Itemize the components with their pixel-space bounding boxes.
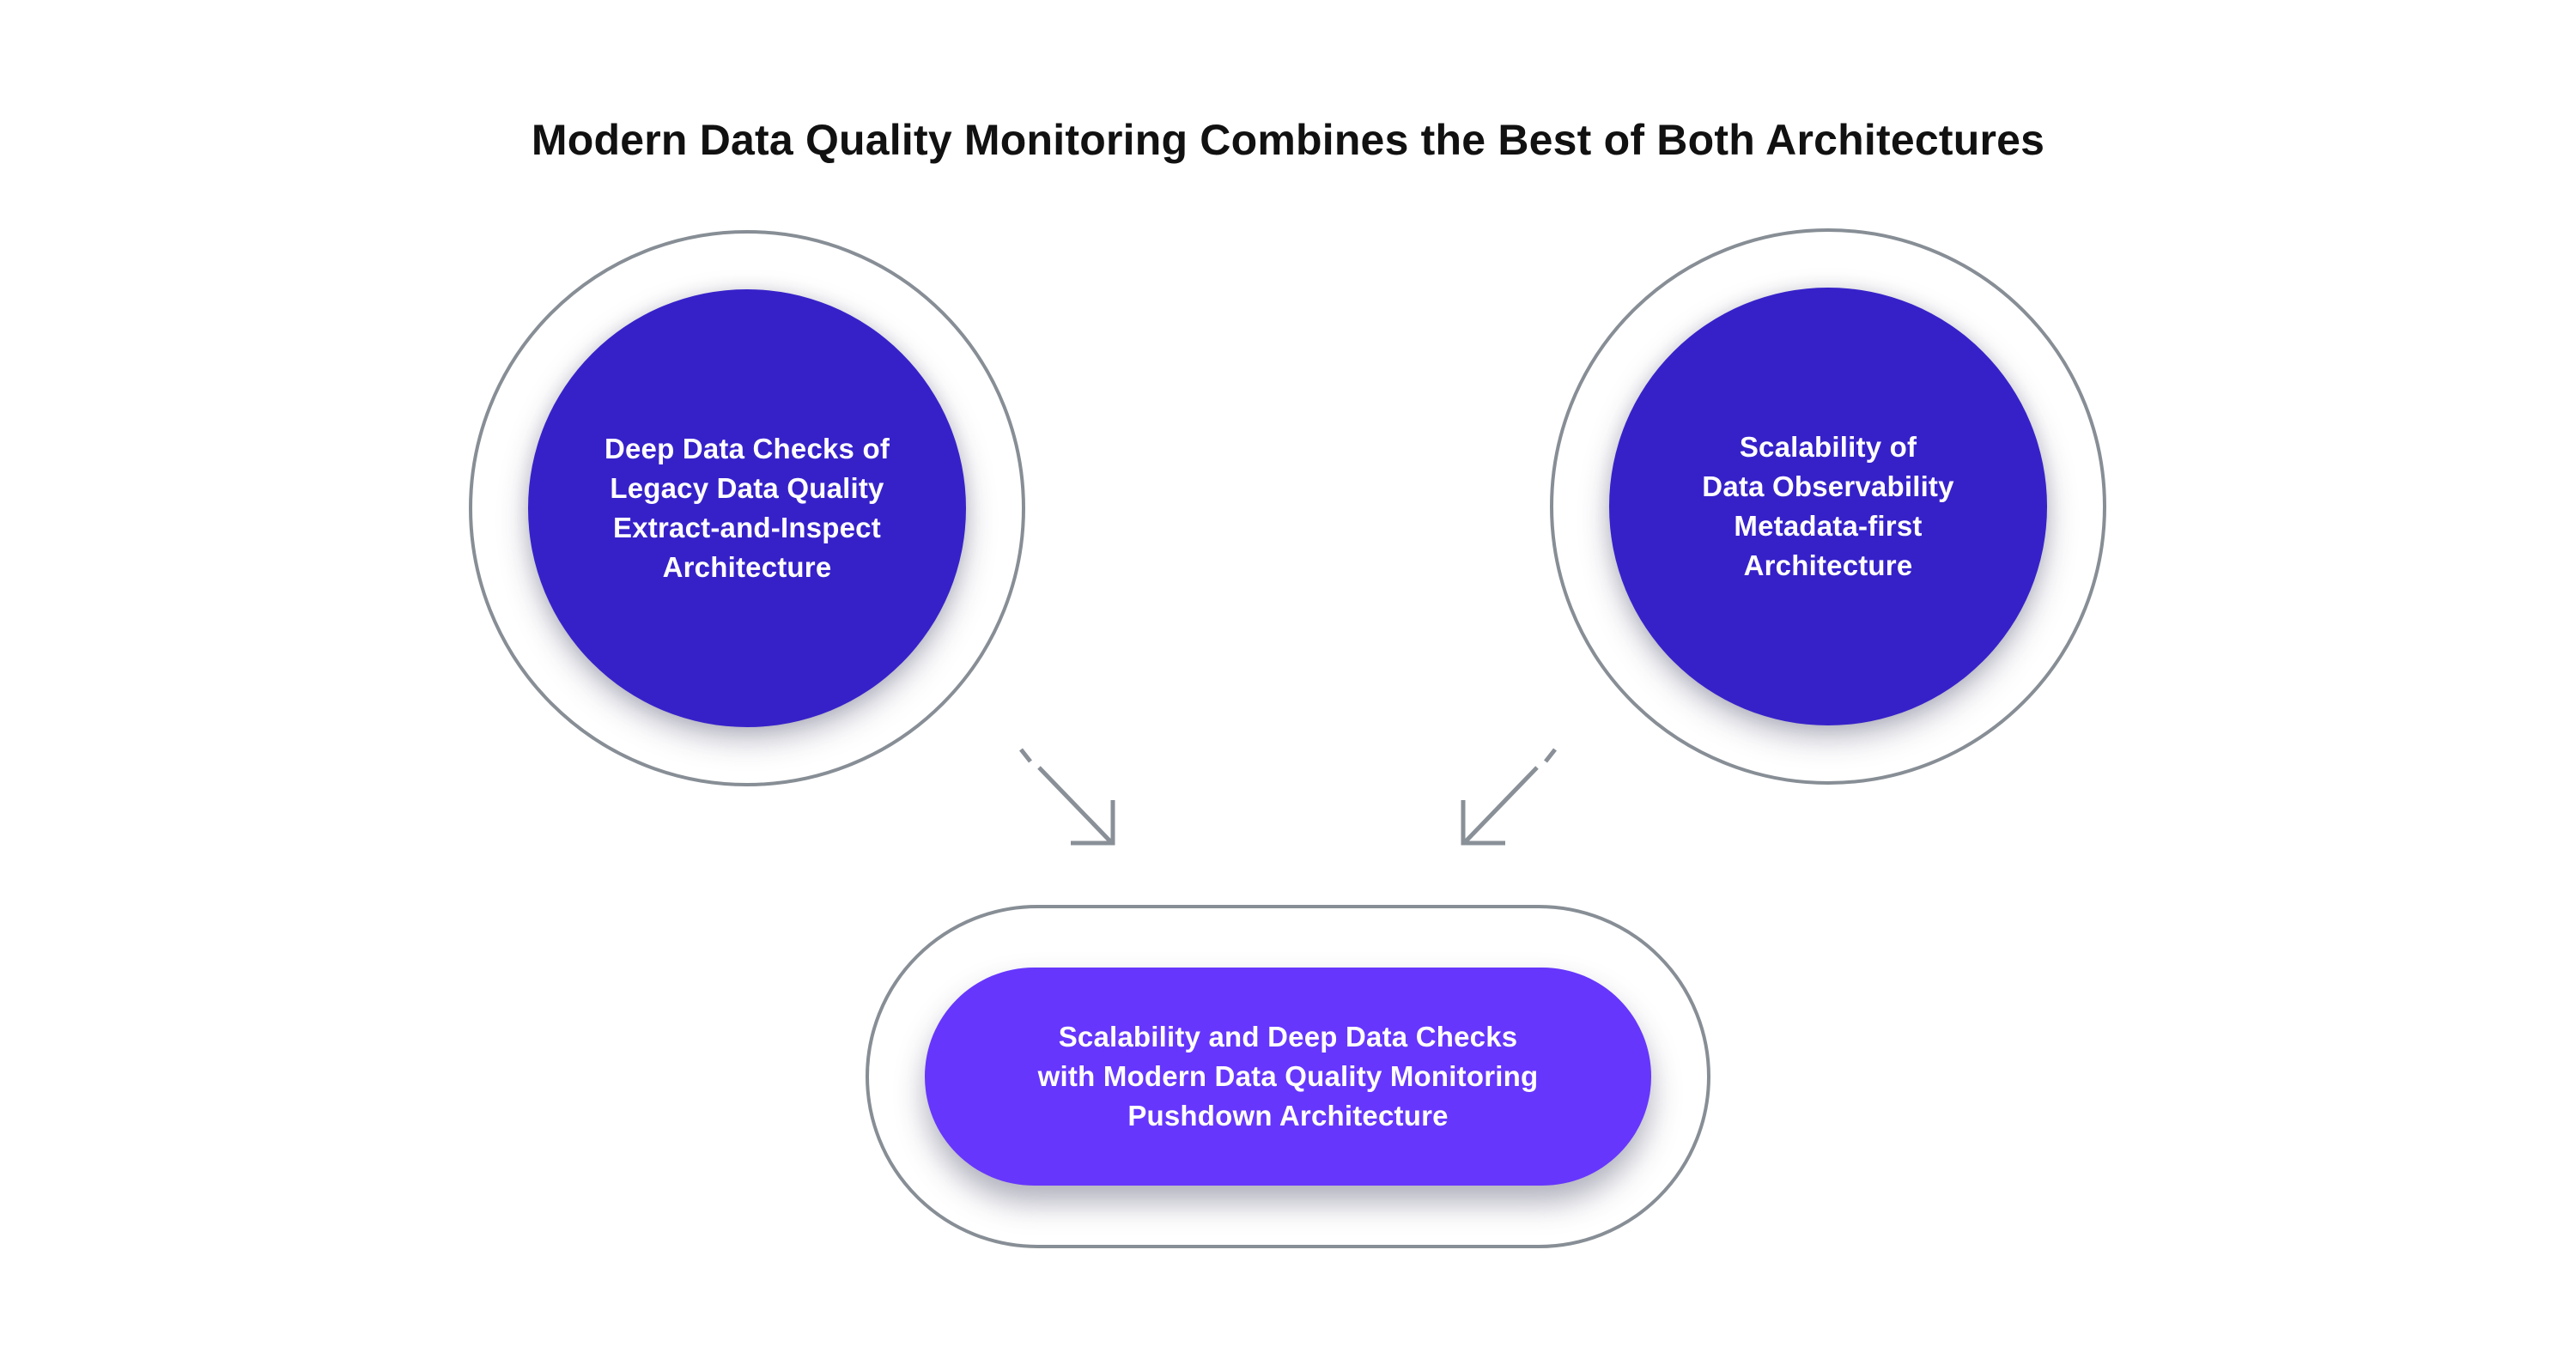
result-node-label-line: Scalability and Deep Data Checks (1058, 1021, 1518, 1053)
left-node-label-line: Legacy Data Quality (610, 472, 884, 504)
right-node-circle: Scalability of Data Observability Metada… (1609, 288, 2047, 725)
left-node-label-line: Deep Data Checks of (604, 433, 890, 464)
dashed-arrow-down-right-icon (1019, 748, 1115, 846)
dashed-arrow-down-left-icon (1461, 748, 1557, 846)
result-node-label-line: with Modern Data Quality Monitoring (1037, 1060, 1539, 1092)
left-node-label-line: Architecture (662, 551, 832, 583)
right-node-label-line: Scalability of (1739, 431, 1917, 463)
right-node-ring: Scalability of Data Observability Metada… (1550, 228, 2106, 785)
left-node-label: Deep Data Checks of Legacy Data Quality … (605, 429, 890, 587)
diagram-title: Modern Data Quality Monitoring Combines … (531, 115, 2045, 164)
right-node-label-line: Architecture (1743, 549, 1913, 581)
result-node-outline: Scalability and Deep Data Checks with Mo… (866, 905, 1710, 1248)
right-node-label-line: Metadata-first (1734, 510, 1923, 542)
result-node-pill: Scalability and Deep Data Checks with Mo… (925, 968, 1651, 1186)
right-node-label-line: Data Observability (1702, 470, 1954, 502)
result-node-label: Scalability and Deep Data Checks with Mo… (1038, 1017, 1539, 1136)
left-node-circle: Deep Data Checks of Legacy Data Quality … (528, 289, 966, 727)
result-node-label-line: Pushdown Architecture (1127, 1100, 1449, 1131)
left-node-ring: Deep Data Checks of Legacy Data Quality … (469, 230, 1025, 786)
left-node-label-line: Extract-and-Inspect (613, 512, 881, 543)
right-node-label: Scalability of Data Observability Metada… (1702, 428, 1953, 585)
